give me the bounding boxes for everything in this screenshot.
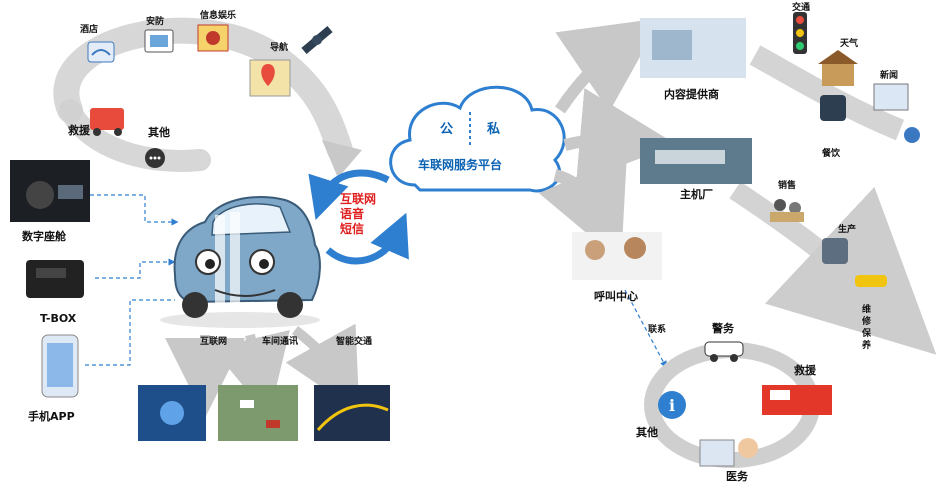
label-other-right: 其他 [636, 426, 658, 439]
label-production: 生产 [838, 225, 857, 235]
hospital-icon [699, 438, 758, 467]
label-sales: 销售 [778, 181, 797, 191]
production-icon [822, 238, 848, 264]
oem-photo [640, 138, 752, 184]
label-traffic: 交通 [792, 3, 811, 13]
arrow-to-provider [555, 17, 662, 114]
channel-voice: 语音 [340, 207, 365, 221]
label-police: 警务 [712, 322, 734, 335]
provider-photo [640, 18, 746, 78]
security-icon [144, 29, 174, 53]
car-illustration [160, 196, 321, 328]
label-rescue: 救援 [68, 124, 90, 137]
entertainment-icon [197, 24, 229, 52]
label-oem: 主机厂 [680, 188, 713, 201]
center-cycle-arrow-top [308, 169, 390, 220]
label-tbox: T-BOX [40, 312, 77, 325]
branch-its [285, 323, 360, 413]
label-provider: 内容提供商 [664, 88, 719, 101]
internet-photo [138, 385, 206, 441]
line-app [85, 299, 175, 366]
label-dining: 餐饮 [822, 149, 841, 159]
label-branch-v2v: 车间通讯 [262, 337, 299, 347]
label-cockpit: 数字座舱 [22, 230, 66, 243]
provider-services-band [749, 45, 905, 141]
cloud-title: 车联网服务平台 [418, 158, 503, 172]
cloud-public: 公 [440, 122, 454, 137]
cloud-shape [389, 85, 566, 193]
traffic-light-icon [793, 12, 807, 54]
label-entertainment: 信息娱乐 [200, 11, 237, 21]
arrow-to-oem [563, 88, 676, 184]
arrow-to-callcenter [538, 154, 627, 263]
channel-sms: 短信 [340, 222, 365, 236]
label-branch-internet: 互联网 [200, 337, 228, 347]
top-arc-arrowhead [322, 140, 362, 178]
hotel-icon [87, 41, 115, 63]
police-car-icon [704, 341, 744, 362]
tbox-image [26, 260, 84, 298]
fire-truck-icon [762, 385, 832, 415]
label-callcenter: 呼叫中心 [594, 290, 638, 303]
cloud-private: 私 [487, 122, 501, 137]
callcenter-photo [572, 232, 662, 280]
callcenter-link-line [624, 289, 667, 369]
top-arc-inner [59, 99, 211, 172]
news-icon [873, 83, 920, 143]
channel-labels: 互联网 语音 短信 [340, 192, 376, 237]
label-navigation: 导航 [270, 43, 289, 53]
label-medical: 医务 [726, 470, 748, 483]
weather-icon [818, 50, 858, 86]
center-cycle-arrow-bottom [325, 212, 409, 265]
label-link: 联系 [648, 325, 667, 335]
branch-v2v [211, 329, 290, 417]
label-others: 其他 [148, 126, 170, 139]
info-icon: i [658, 391, 686, 419]
cockpit-image [10, 160, 90, 222]
label-branch-its: 智能交通 [336, 337, 373, 347]
rescue-vehicle-icon [90, 108, 124, 136]
navigation-icon [249, 59, 291, 97]
label-news: 新闻 [880, 71, 899, 81]
repair-icon [855, 275, 887, 287]
v2v-photo [218, 385, 298, 441]
line-tbox [95, 258, 176, 279]
dining-icon [820, 95, 846, 121]
label-weather: 天气 [840, 39, 859, 49]
satellite-icon [301, 26, 333, 54]
label-security: 安防 [146, 17, 165, 27]
label-hotel: 酒店 [80, 25, 99, 35]
channel-internet: 互联网 [340, 192, 377, 206]
label-app: 手机APP [28, 410, 75, 423]
phone-image [41, 334, 79, 398]
its-photo [314, 385, 390, 441]
svg-text:i: i [669, 396, 675, 415]
more-icon [145, 148, 165, 168]
line-cockpit [90, 194, 179, 226]
top-arc-band [53, 17, 353, 163]
sales-icon [770, 199, 804, 222]
label-rescue-right: 救援 [794, 364, 816, 377]
label-maintenance: 维修保养 [862, 305, 872, 351]
